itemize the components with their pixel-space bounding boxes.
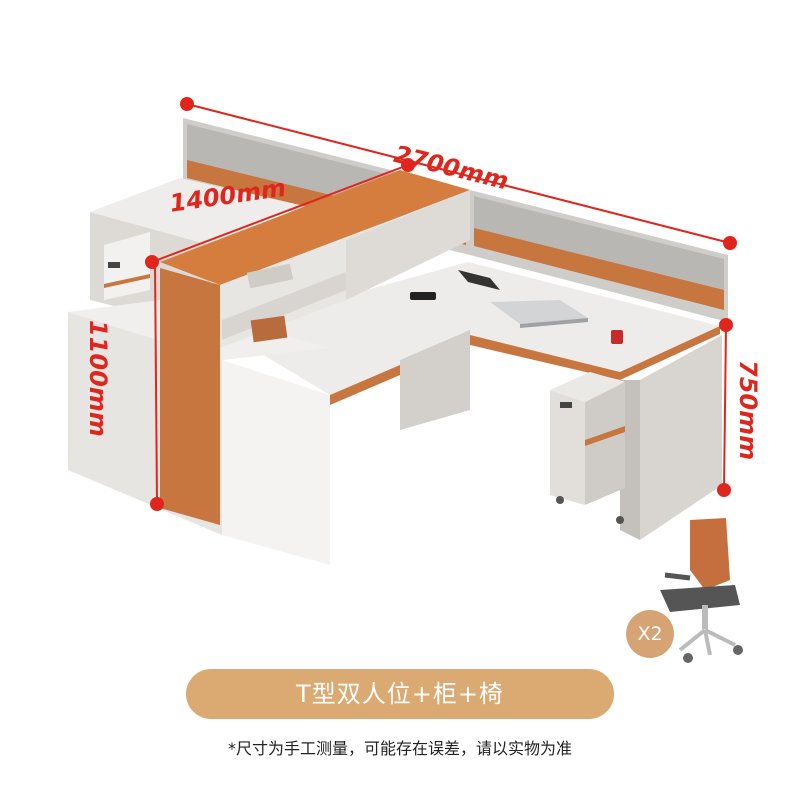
back-pedestal — [104, 232, 150, 300]
office-chair-icon — [660, 518, 743, 663]
hutch-shelf — [160, 170, 470, 348]
main-desk — [222, 262, 722, 540]
laptop-icon — [490, 300, 588, 328]
dimension-lines — [145, 97, 737, 511]
power-socket-icon — [410, 270, 500, 300]
screen-height-dimension-label: 1100mm — [84, 320, 112, 437]
mobile-pedestal — [550, 372, 625, 524]
measurement-disclaimer: *尺寸为手工测量，可能存在误差，请以实物为准 — [227, 739, 572, 758]
chair-quantity-badge: X2 — [626, 610, 674, 658]
desk-height-dimension-label: 750mm — [734, 360, 762, 461]
product-title-banner: T型双人位+柜+椅 — [186, 669, 614, 719]
mug-icon — [611, 330, 623, 344]
front-cabinet — [68, 268, 330, 565]
